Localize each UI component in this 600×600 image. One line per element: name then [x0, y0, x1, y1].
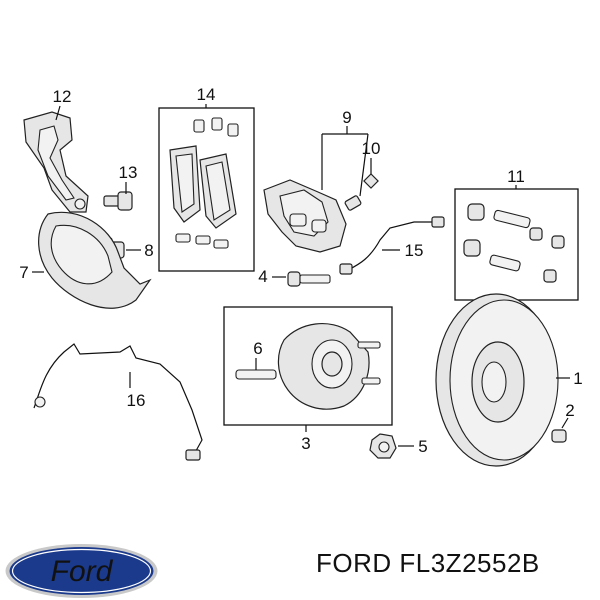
rotor-screw-part — [551, 429, 567, 443]
callout-2: 2 — [565, 401, 574, 420]
brake-caliper-part — [263, 179, 347, 253]
bolt-4-part — [287, 271, 331, 287]
wheel-stud-part — [235, 369, 277, 380]
callout-3: 3 — [301, 434, 310, 453]
brake-hose-part — [339, 216, 445, 275]
callout-1: 1 — [573, 369, 582, 388]
hub-nut-part — [369, 433, 397, 459]
callout-15: 15 — [405, 241, 424, 260]
bleeder-screw-part — [344, 173, 379, 211]
callout-5: 5 — [418, 437, 427, 456]
part-number-caption: FORD FL3Z2552B — [316, 548, 540, 578]
brake-pads-part — [169, 117, 239, 249]
wheel-hub-part — [277, 323, 381, 410]
callout-11: 11 — [507, 167, 525, 186]
splash-shield-part — [38, 211, 152, 309]
caliper-bracket-part — [23, 111, 89, 213]
callout-8: 8 — [144, 241, 153, 260]
callout-12: 12 — [53, 87, 72, 106]
callout-6: 6 — [253, 339, 262, 358]
callout-10: 10 — [362, 139, 381, 158]
callout-4: 4 — [258, 267, 267, 286]
abs-sensor-wire-part — [33, 343, 203, 461]
callout-9: 9 — [342, 108, 351, 127]
guide-pins-part — [463, 203, 565, 283]
ford-logo-text: Ford — [51, 555, 114, 588]
ford-logo: Ford — [5, 544, 158, 598]
callout-14: 14 — [197, 85, 216, 104]
callout-16: 16 — [127, 391, 146, 410]
hub-assembly-box — [223, 306, 393, 426]
callout-7: 7 — [19, 263, 28, 282]
brake-rotor-part — [435, 293, 559, 467]
bolt-13-part — [103, 191, 133, 211]
callout-13: 13 — [119, 163, 138, 182]
